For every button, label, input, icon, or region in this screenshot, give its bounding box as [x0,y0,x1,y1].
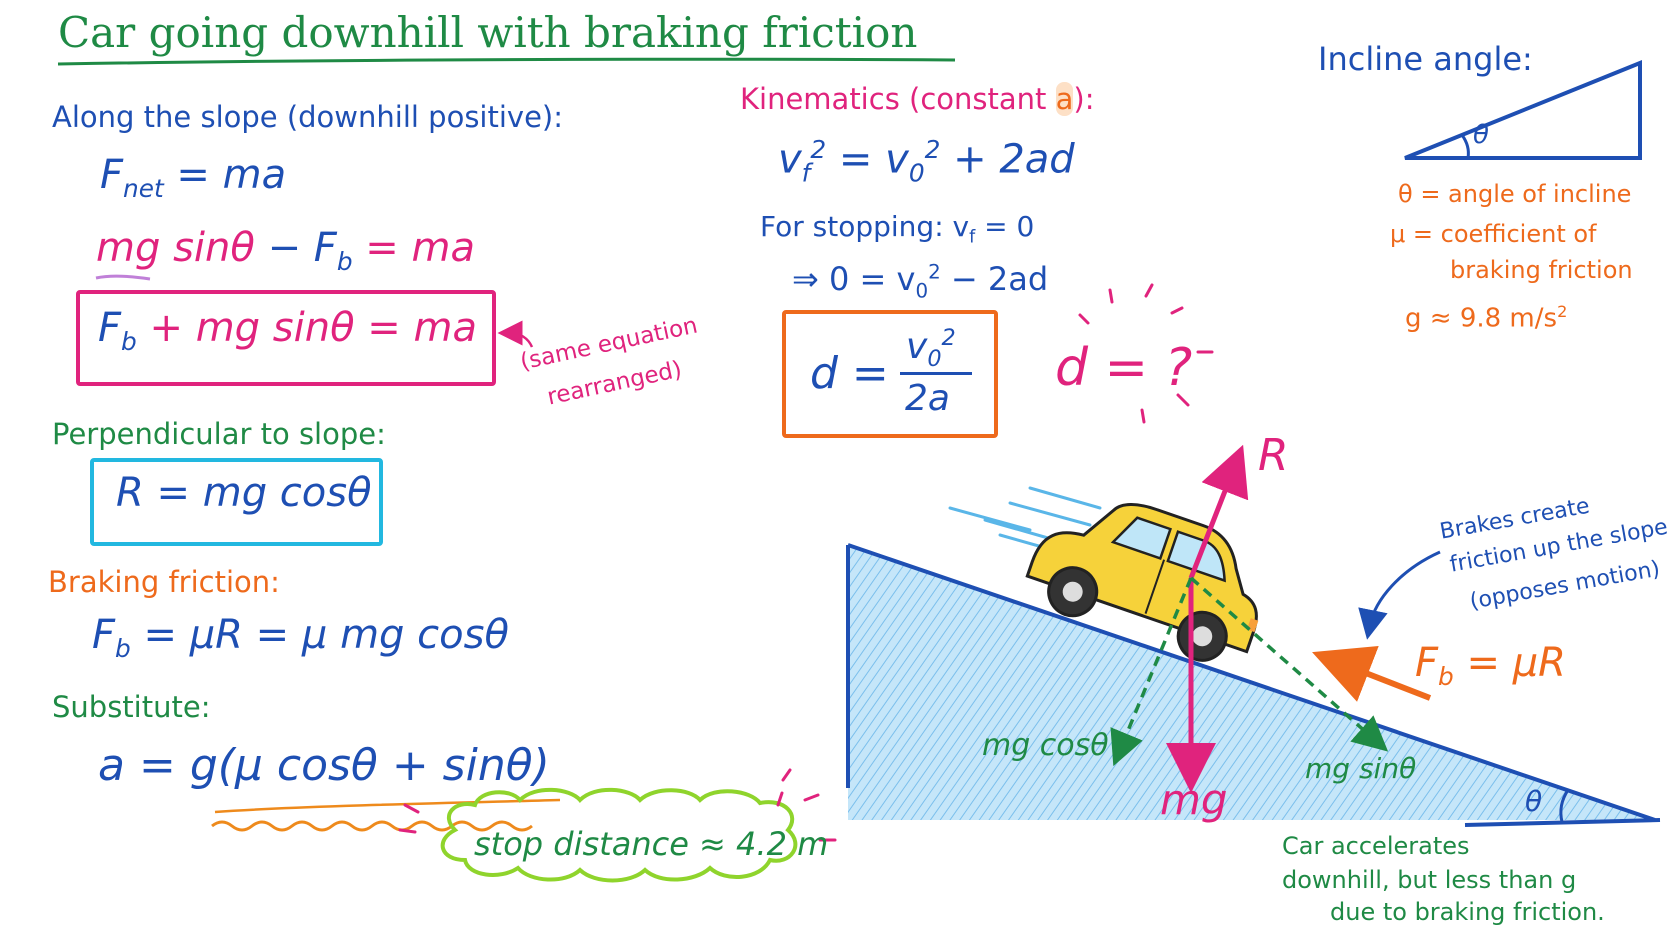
substitute-heading: Substitute: [52,690,211,724]
eq3-rest: + mg sinθ = ma [136,305,477,351]
implies-equation: ⇒ 0 = v02 − 2ad [792,260,1048,302]
mg-cos-label: mg cosθ [982,728,1109,763]
accel-note-1: Car accelerates [1282,832,1470,860]
substitute-squiggle [211,820,533,832]
stop-distance-burst [398,768,837,842]
brake-rest: = μR = μ mg cosθ [130,612,509,658]
g-def-sup: 2 [1557,302,1568,321]
g-definition: g ≈ 9.8 m/s2 [1405,302,1567,334]
same-equation-arrow [497,320,534,348]
slope-angle-arc [1559,789,1570,823]
mu-definition: μ = coefficient of [1390,220,1597,248]
eq2-ma: = ma [352,225,475,271]
kin-v0-sub: 0 [908,158,925,188]
title-underline [57,57,956,66]
rearranged-equation: Fb + mg sinθ = ma [98,305,477,356]
weight-label: mg [1160,775,1228,824]
fb-sub: b [1438,662,1454,691]
stopping-sub: f [969,227,976,248]
page-title: Car going downhill with braking friction [58,8,918,57]
fb-b: = μR [1453,640,1566,686]
mg-sin-arrow [1189,576,1389,752]
incline-angle-triangle [1404,60,1642,160]
stopping-a: For stopping: v [760,210,970,243]
kinematic-equation: vf2 = v02 + 2ad [778,135,1075,187]
mg-underline [95,274,151,281]
incline-theta: θ [1473,120,1489,150]
braking-friction-equation: Fb = μR = μ mg cosθ [92,612,509,663]
along-slope-heading: Along the slope (downhill positive): [52,100,563,134]
net-force-sub: net [123,174,164,203]
implies-a: ⇒ 0 = v [792,260,916,298]
net-force-equation: Fnet = ma [100,152,286,203]
implies-sup: 2 [928,260,941,284]
friction-arrow [1312,645,1432,702]
incline-angle-arc [1460,134,1470,159]
fb-a: F [1415,640,1439,686]
brake-sub: b [115,634,131,663]
implies-b: − 2ad [940,260,1049,298]
d-question: d = ? [1055,338,1193,398]
kin-heading-var: a [1055,82,1074,116]
normal-force-arrow [1188,444,1249,579]
mg-cos-arrow [1110,577,1193,767]
mu-definition-2: braking friction [1450,256,1633,284]
kin-v0: = v [826,136,909,183]
kin-vf: v [778,136,802,183]
kin-vf-sup: 2 [810,135,827,164]
eq2-minus-f: − F [254,225,337,271]
d-numerator: v02 [906,325,956,372]
d-question-burst [1078,283,1214,424]
kinematics-heading: Kinematics (constant a): [740,82,1095,116]
accel-note-2: downhill, but less than g [1282,866,1577,894]
rearranged-equation-box [76,290,496,386]
braking-friction-heading: Braking friction: [48,565,280,599]
subst-a: a = [98,740,190,791]
fraction-bar [900,372,972,375]
kin-vf-sub: f [801,158,811,188]
stopping-distance-box [782,310,998,438]
substitute-underline [214,798,561,814]
slope-base [1464,818,1661,827]
incline-heading: Incline angle: [1318,40,1533,78]
stop-distance-cloud [440,787,798,883]
d-num-v: v [906,326,928,367]
kin-heading-b: ): [1073,82,1095,116]
eq3-f: F [98,305,122,351]
perpendicular-heading: Perpendicular to slope: [52,417,386,451]
accel-note-3: due to braking friction. [1330,898,1605,926]
d-denominator: 2a [905,378,950,419]
eq3-sub: b [121,327,137,356]
slope-force-equation: mg sinθ − Fb = ma [96,225,475,276]
stopping-b: = 0 [975,210,1035,243]
brakes-note-arrow [1358,550,1441,640]
kin-heading-a: Kinematics (constant [740,82,1056,116]
implies-sub: 0 [915,279,929,303]
normal-force-label: R [1258,430,1289,481]
g-def-a: g ≈ 9.8 m/s [1405,303,1558,334]
slope-theta: θ [1525,785,1543,818]
d-lhs: d = [810,348,889,399]
kin-2ad: + 2ad [940,136,1075,183]
brake-f: F [92,612,116,658]
substitute-equation: a = g(μ cosθ + sinθ) [98,740,550,791]
normal-force-box [90,458,383,546]
eq2-sub: b [336,247,353,276]
subst-g: g(μ cosθ + sinθ) [189,740,550,791]
stopping-condition: For stopping: vf = 0 [760,210,1034,248]
normal-force-equation: R = mg cosθ [116,470,372,516]
eq2-mgsin: mg sinθ [96,225,255,271]
d-num-sub: 0 [927,346,942,373]
net-force-F: F [100,152,124,198]
slope-edge [847,543,1656,822]
friction-label: Fb = μR [1415,640,1566,691]
stop-distance-label: stop distance ≈ 4.2 m [474,825,829,863]
net-force-rest: = ma [163,152,287,198]
d-num-sup: 2 [941,325,956,351]
kin-v0-sup: 2 [924,135,941,164]
mg-sin-label: mg sinθ [1305,752,1417,785]
theta-definition: θ = angle of incline [1398,180,1632,208]
